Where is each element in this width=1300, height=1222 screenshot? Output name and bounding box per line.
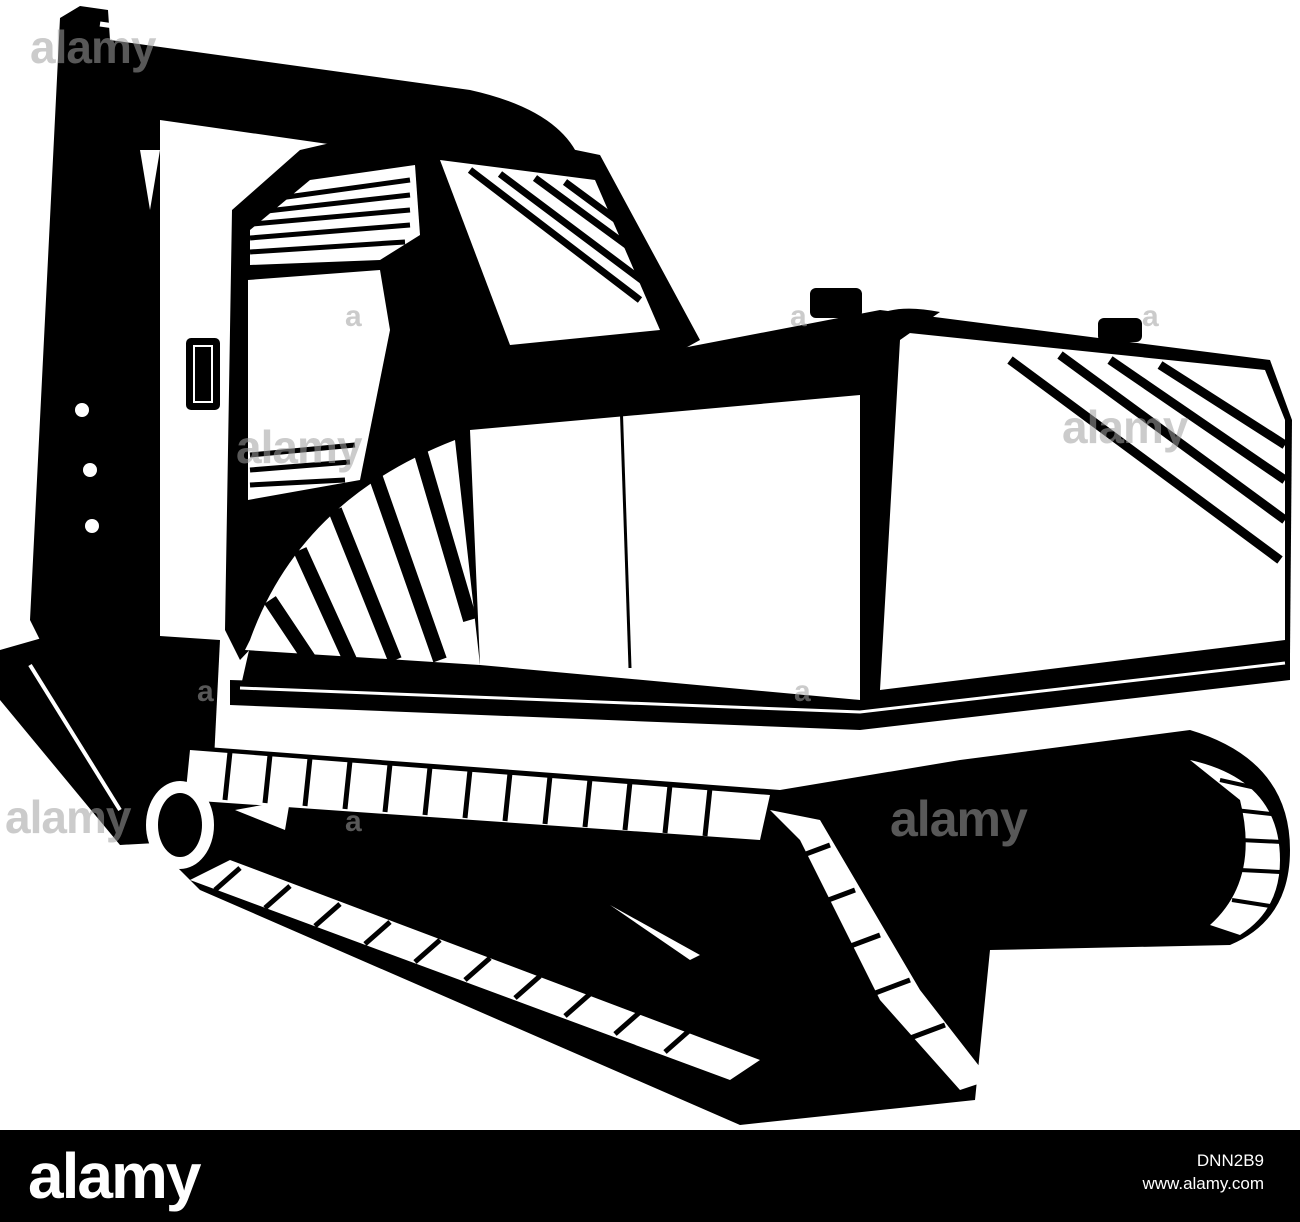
alamy-logo: alamy	[28, 1140, 201, 1212]
watermark: alamy	[1062, 401, 1188, 453]
watermark: alamy	[236, 421, 362, 473]
watermark: a	[1142, 300, 1159, 333]
crawler-tracks	[140, 730, 1290, 1125]
image-id: DNN2B9	[1196, 1151, 1264, 1170]
watermark: alamy	[5, 791, 131, 843]
site-url: www.alamy.com	[1142, 1174, 1264, 1193]
watermark: a	[790, 300, 807, 333]
footer-bar: alamy DNN2B9 www.alamy.com	[0, 1130, 1300, 1222]
watermark: a	[794, 675, 811, 708]
watermark: a	[345, 300, 362, 333]
watermark: alamy	[30, 21, 156, 73]
excavator-illustration	[0, 6, 1292, 1125]
watermark: alamy	[890, 791, 1028, 847]
watermark: a	[197, 675, 214, 708]
image-meta: DNN2B9 www.alamy.com	[1142, 1150, 1264, 1196]
boom-arm	[30, 6, 580, 650]
engine-housing	[230, 288, 1292, 730]
watermark: a	[345, 805, 362, 838]
